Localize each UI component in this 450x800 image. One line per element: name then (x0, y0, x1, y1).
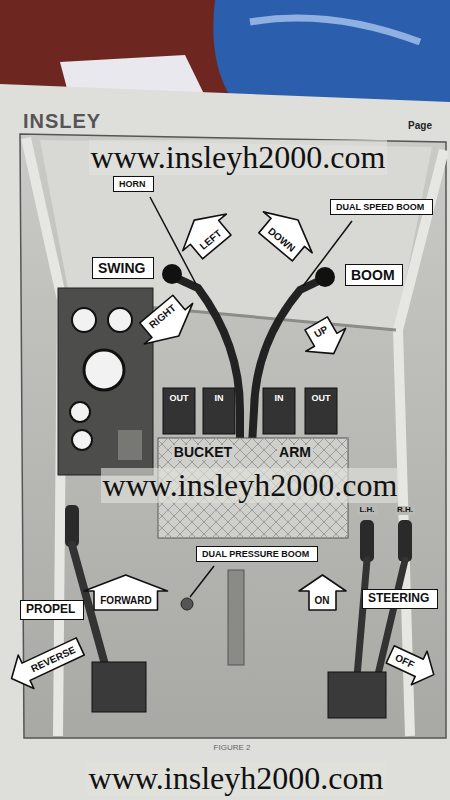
plate-label: ARM (277, 445, 313, 460)
label-text: DUAL PRESSURE BOOM (202, 549, 312, 559)
steering-grip (360, 520, 374, 562)
watermark: www.insleyh2000.com (87, 761, 386, 796)
lever-knob (315, 267, 335, 287)
control-label: BOOM (345, 264, 403, 286)
watermark: www.insleyh2000.com (101, 468, 400, 503)
label-text: SWING (98, 260, 148, 276)
figure-number: FIGURE 2 (214, 744, 251, 753)
label-text: BOOM (351, 267, 397, 283)
arrow-shape (84, 575, 167, 610)
arrow-shape (251, 199, 322, 267)
gauge (84, 350, 124, 390)
grip-label: R.H. (395, 506, 415, 515)
gauge (72, 308, 96, 332)
propel-base (92, 662, 146, 712)
page-label: Page (408, 120, 432, 131)
gauge (72, 430, 92, 450)
control-label: HORN (113, 176, 154, 192)
label-text: DUAL SPEED BOOM (336, 202, 427, 212)
pedal-label: OUT (312, 394, 331, 404)
arrow-shape (172, 201, 238, 264)
arrow-shape (299, 575, 346, 610)
mousepad-print (250, 18, 420, 42)
dual-pressure-knob (181, 598, 193, 610)
arrow-shape (296, 311, 353, 364)
control-label: SWING (92, 257, 154, 279)
pedal-label: OUT (170, 394, 189, 404)
center-post (228, 570, 244, 665)
direction-arrow: FORWARD (84, 575, 167, 610)
plate-label: BUCKET (172, 445, 234, 460)
pedal-label: IN (275, 394, 284, 404)
watermark: www.insleyh2000.com (89, 140, 388, 175)
photo-frame (20, 134, 446, 738)
steering-grip (398, 520, 412, 562)
leader-line (190, 566, 214, 597)
control-label: PROPEL (20, 600, 84, 620)
control-label: DUAL SPEED BOOM (330, 199, 433, 215)
arrow-shape (382, 637, 441, 691)
switch-plate (118, 430, 142, 460)
gauge-panel (58, 288, 153, 475)
pedal (203, 388, 235, 434)
label-text: FORWARD (100, 595, 151, 606)
cab-pillar (398, 150, 444, 736)
direction-arrow: ON (299, 575, 346, 610)
arrow-shape (4, 629, 88, 695)
arrow-shape (133, 288, 204, 355)
grip-label: L.H. (357, 506, 376, 515)
pedal (163, 388, 195, 434)
steering-base (328, 672, 386, 718)
control-label: STEERING (362, 589, 438, 609)
pedal-label: IN (215, 394, 224, 404)
pedal (305, 388, 337, 434)
gauge (108, 308, 132, 332)
label-text: STEERING (368, 592, 432, 606)
pedal (263, 388, 295, 434)
boom-lever (252, 278, 325, 445)
brand-logo: INSLEY (23, 110, 101, 132)
gauge (70, 402, 90, 422)
mousepad (213, 0, 450, 106)
lever-knob (162, 264, 182, 284)
label-text: PROPEL (26, 603, 78, 617)
manual-page (0, 84, 450, 800)
label-text: HORN (119, 179, 148, 189)
swing-lever (172, 276, 240, 445)
propel-grip (65, 505, 79, 547)
label-text: ON (315, 595, 330, 606)
control-label: DUAL PRESSURE BOOM (196, 546, 318, 562)
